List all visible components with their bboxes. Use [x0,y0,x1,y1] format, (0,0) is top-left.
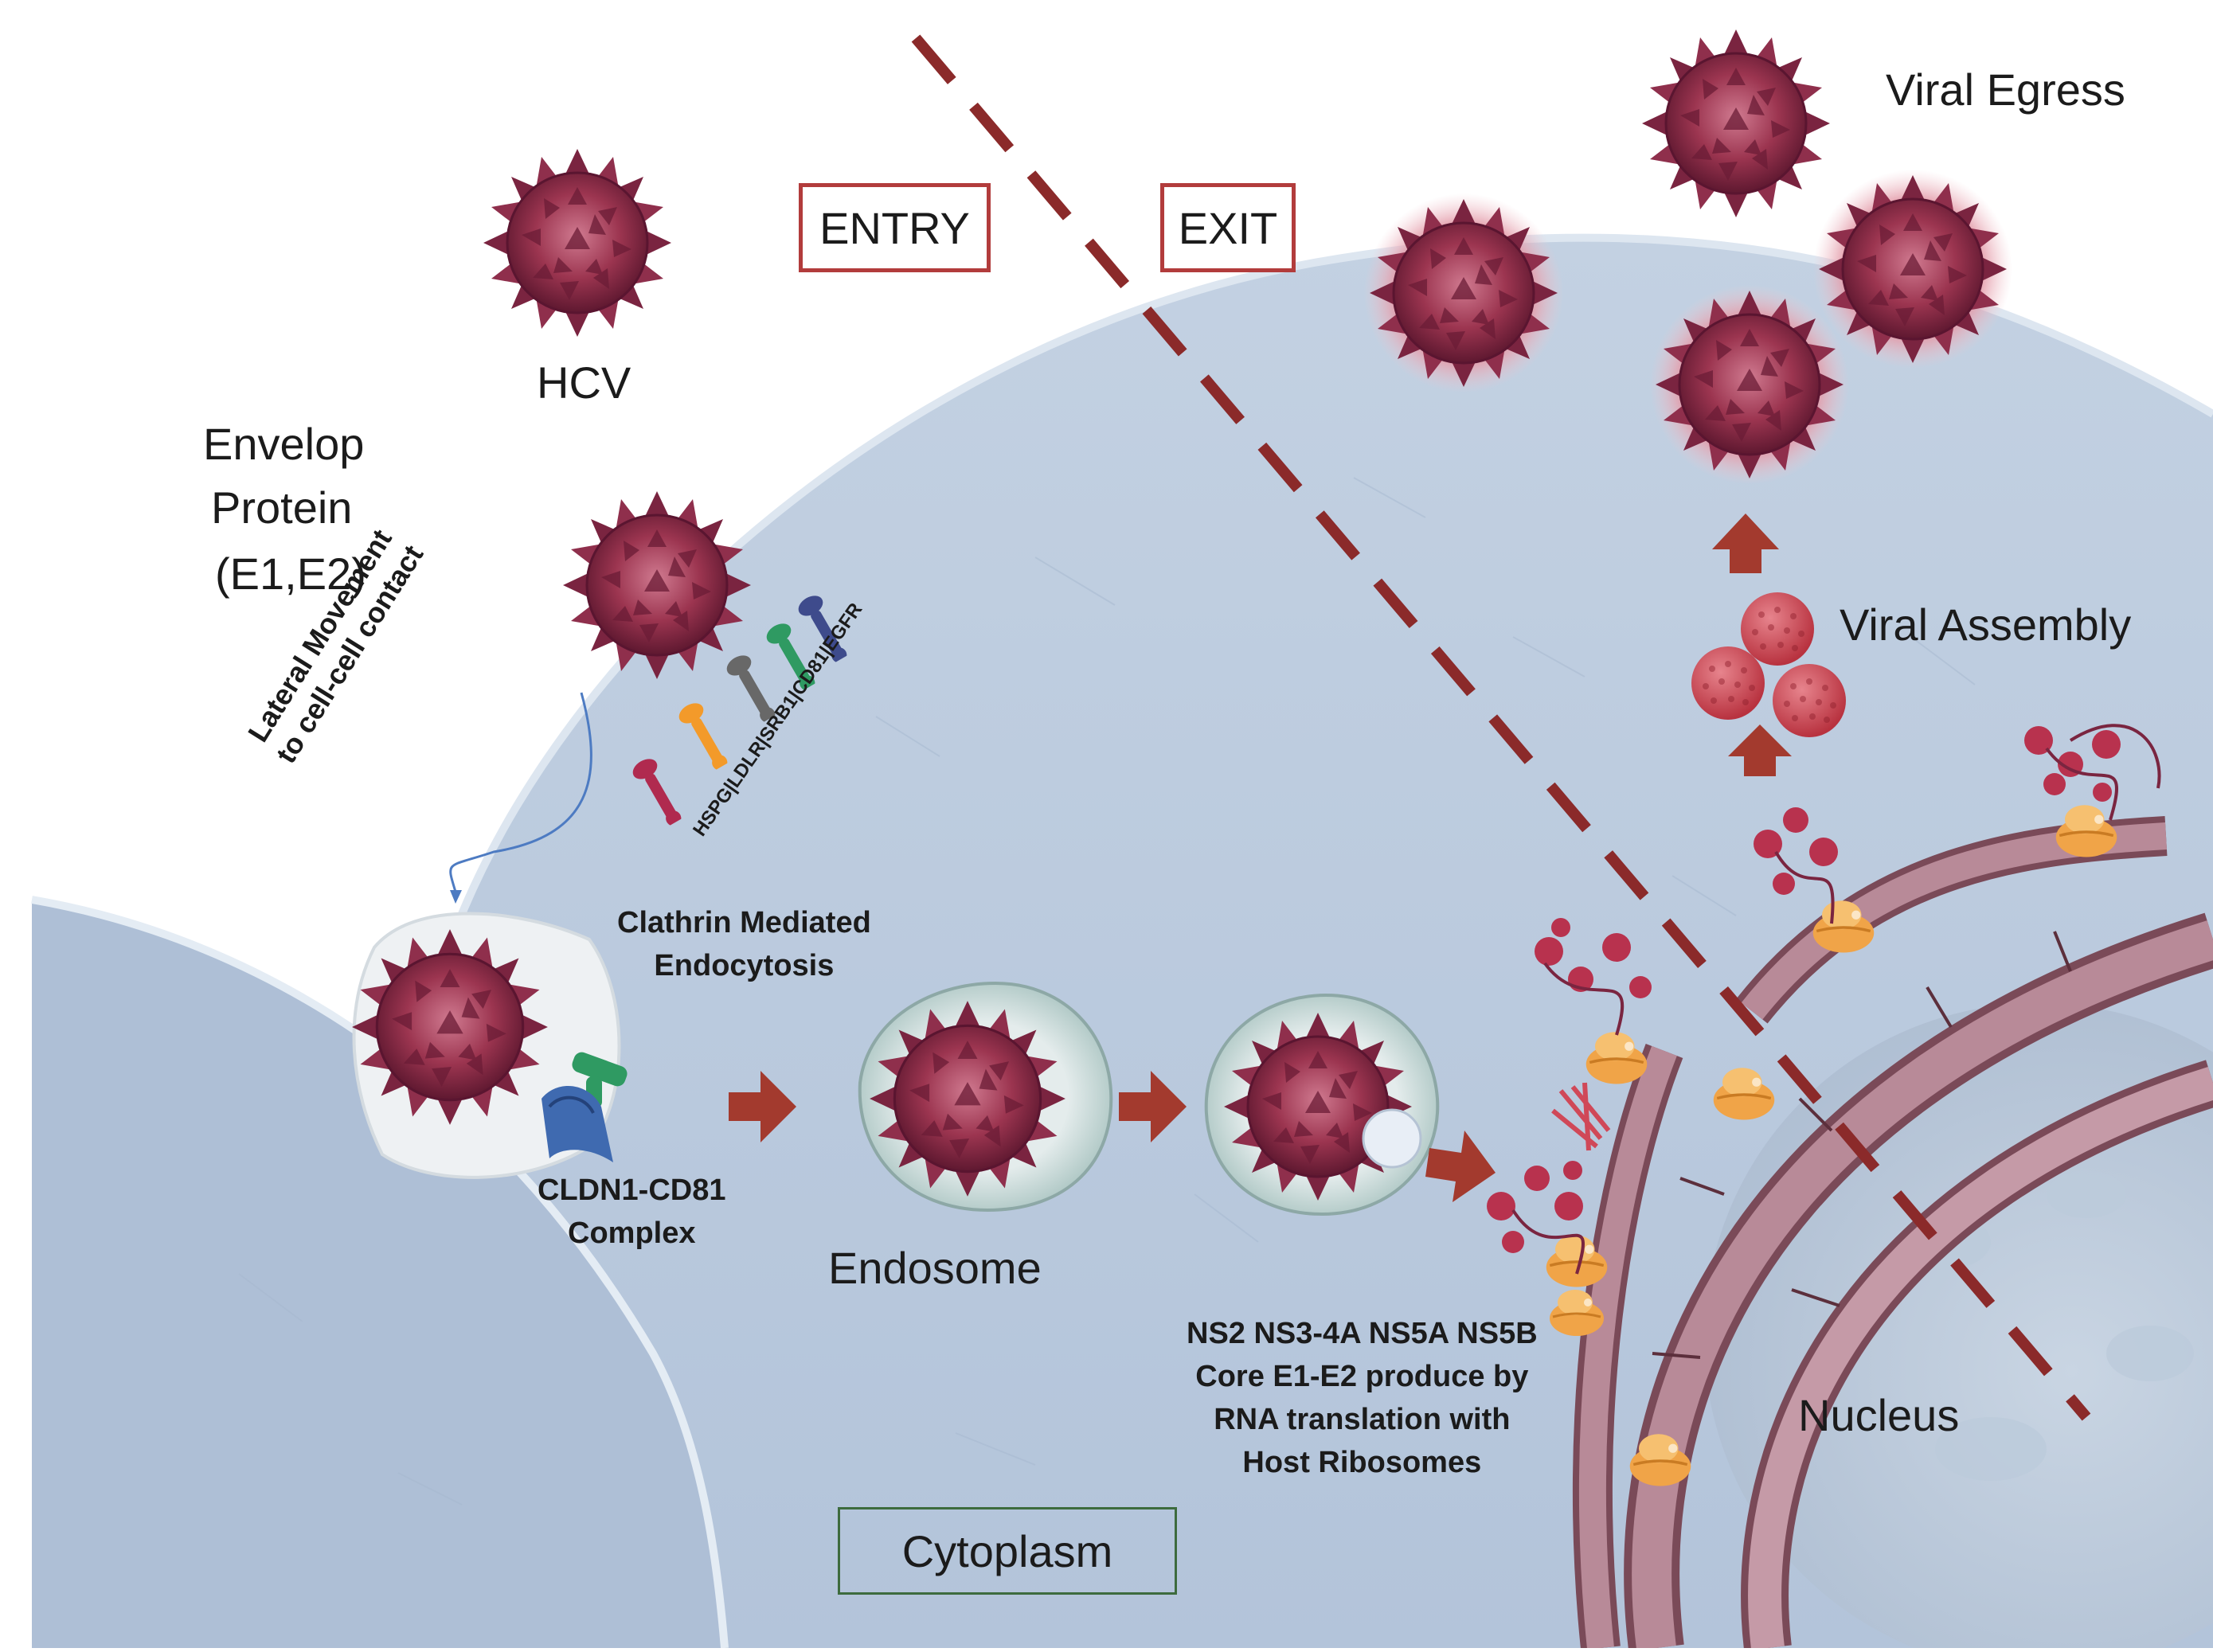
entry-exit-divider [911,34,2091,1421]
egress-virions [1364,28,2012,484]
endosome-label: Endosome [828,1243,1042,1293]
hcv-virion [482,147,673,338]
cldn1-line1: CLDN1-CD81 [538,1174,726,1207]
viral-proteins [1487,726,2121,1253]
clathrin-label: Clathrin Mediated Endocytosis [617,901,871,987]
cytoplasm-label: Cytoplasm [901,1525,1113,1576]
exit-box: EXIT [1160,183,1296,272]
envelop-protein-line2: Protein [211,482,353,533]
translation-line2: Core E1-E2 produce by [1195,1360,1529,1393]
envelop-protein-line1: Envelop [203,419,365,469]
nucleus-label: Nucleus [1798,1390,1960,1440]
cldn1-cd81-label: CLDN1-CD81 Complex [538,1169,725,1255]
lateral-movement-arrow [449,692,592,892]
neighbor-cell [32,900,725,1648]
translation-line4: Host Ribosomes [1242,1446,1482,1479]
viral-assembly-label: Viral Assembly [1840,599,2132,650]
envelop-protein-line3: (E1,E2) [215,549,366,599]
protease-complex [1551,1082,1611,1151]
hcv-label: HCV [537,357,631,408]
cldn1-line2: Complex [568,1217,696,1250]
endosome-1 [858,981,1113,1213]
entry-label: ENTRY [819,202,970,253]
translation-line3: RNA translation with [1214,1403,1511,1436]
cytoplasm-box: Cytoplasm [838,1507,1177,1595]
viral-egress-label: Viral Egress [1886,64,2125,115]
endosome-2 [1204,993,1440,1217]
translation-label: NS2 NS3-4A NS5A NS5B Core E1-E2 produce … [1187,1312,1538,1484]
cldn1-cd81-complex [542,1052,628,1162]
translation-line1: NS2 NS3-4A NS5A NS5B [1187,1317,1538,1350]
process-arrows [729,514,1792,1202]
entry-box: ENTRY [799,183,991,272]
hcv-virion-bound [561,490,753,681]
uncoating-vesicle [1362,1108,1422,1169]
clathrin-line1: Clathrin Mediated [617,906,871,939]
clathrin-line2: Endocytosis [654,949,835,982]
clathrin-vesicle [350,912,628,1179]
exit-label: EXIT [1178,202,1278,253]
